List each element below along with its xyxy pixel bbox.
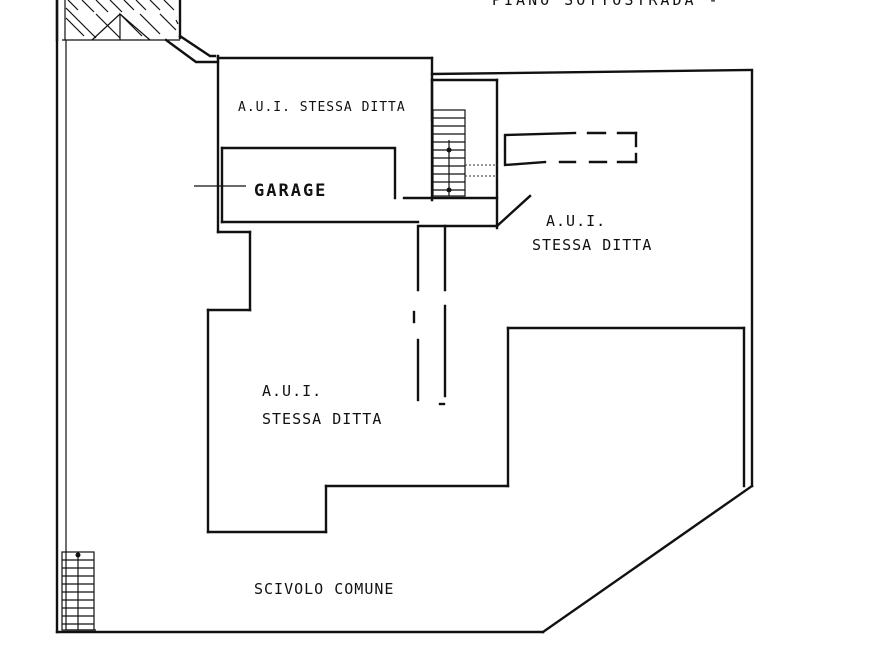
staircase-top: [432, 109, 498, 197]
staircase-bottom: [61, 551, 95, 631]
label-aui-right-line2: STESSA DITTA: [532, 236, 653, 254]
label-aui-right-line1: A.U.I.: [546, 212, 607, 230]
corridor: [248, 224, 447, 406]
label-aui-top: A.U.I. STESSA DITTA: [238, 100, 406, 115]
upper-rooms: [194, 54, 532, 234]
plan-header-text: PIANO SOTTOSTRADA -: [492, 0, 721, 9]
label-aui-center-line1: A.U.I.: [262, 382, 323, 400]
label-sciuolo-comune: SCIVOLO COMUNE: [254, 580, 395, 598]
label-aui-center-line2: STESSA DITTA: [262, 410, 383, 428]
hatched-corner: [55, 0, 182, 42]
central-room: [206, 308, 746, 534]
dashed-ramp: [503, 131, 638, 167]
label-garage: GARAGE: [254, 181, 328, 201]
outer-boundary: [55, 0, 754, 634]
